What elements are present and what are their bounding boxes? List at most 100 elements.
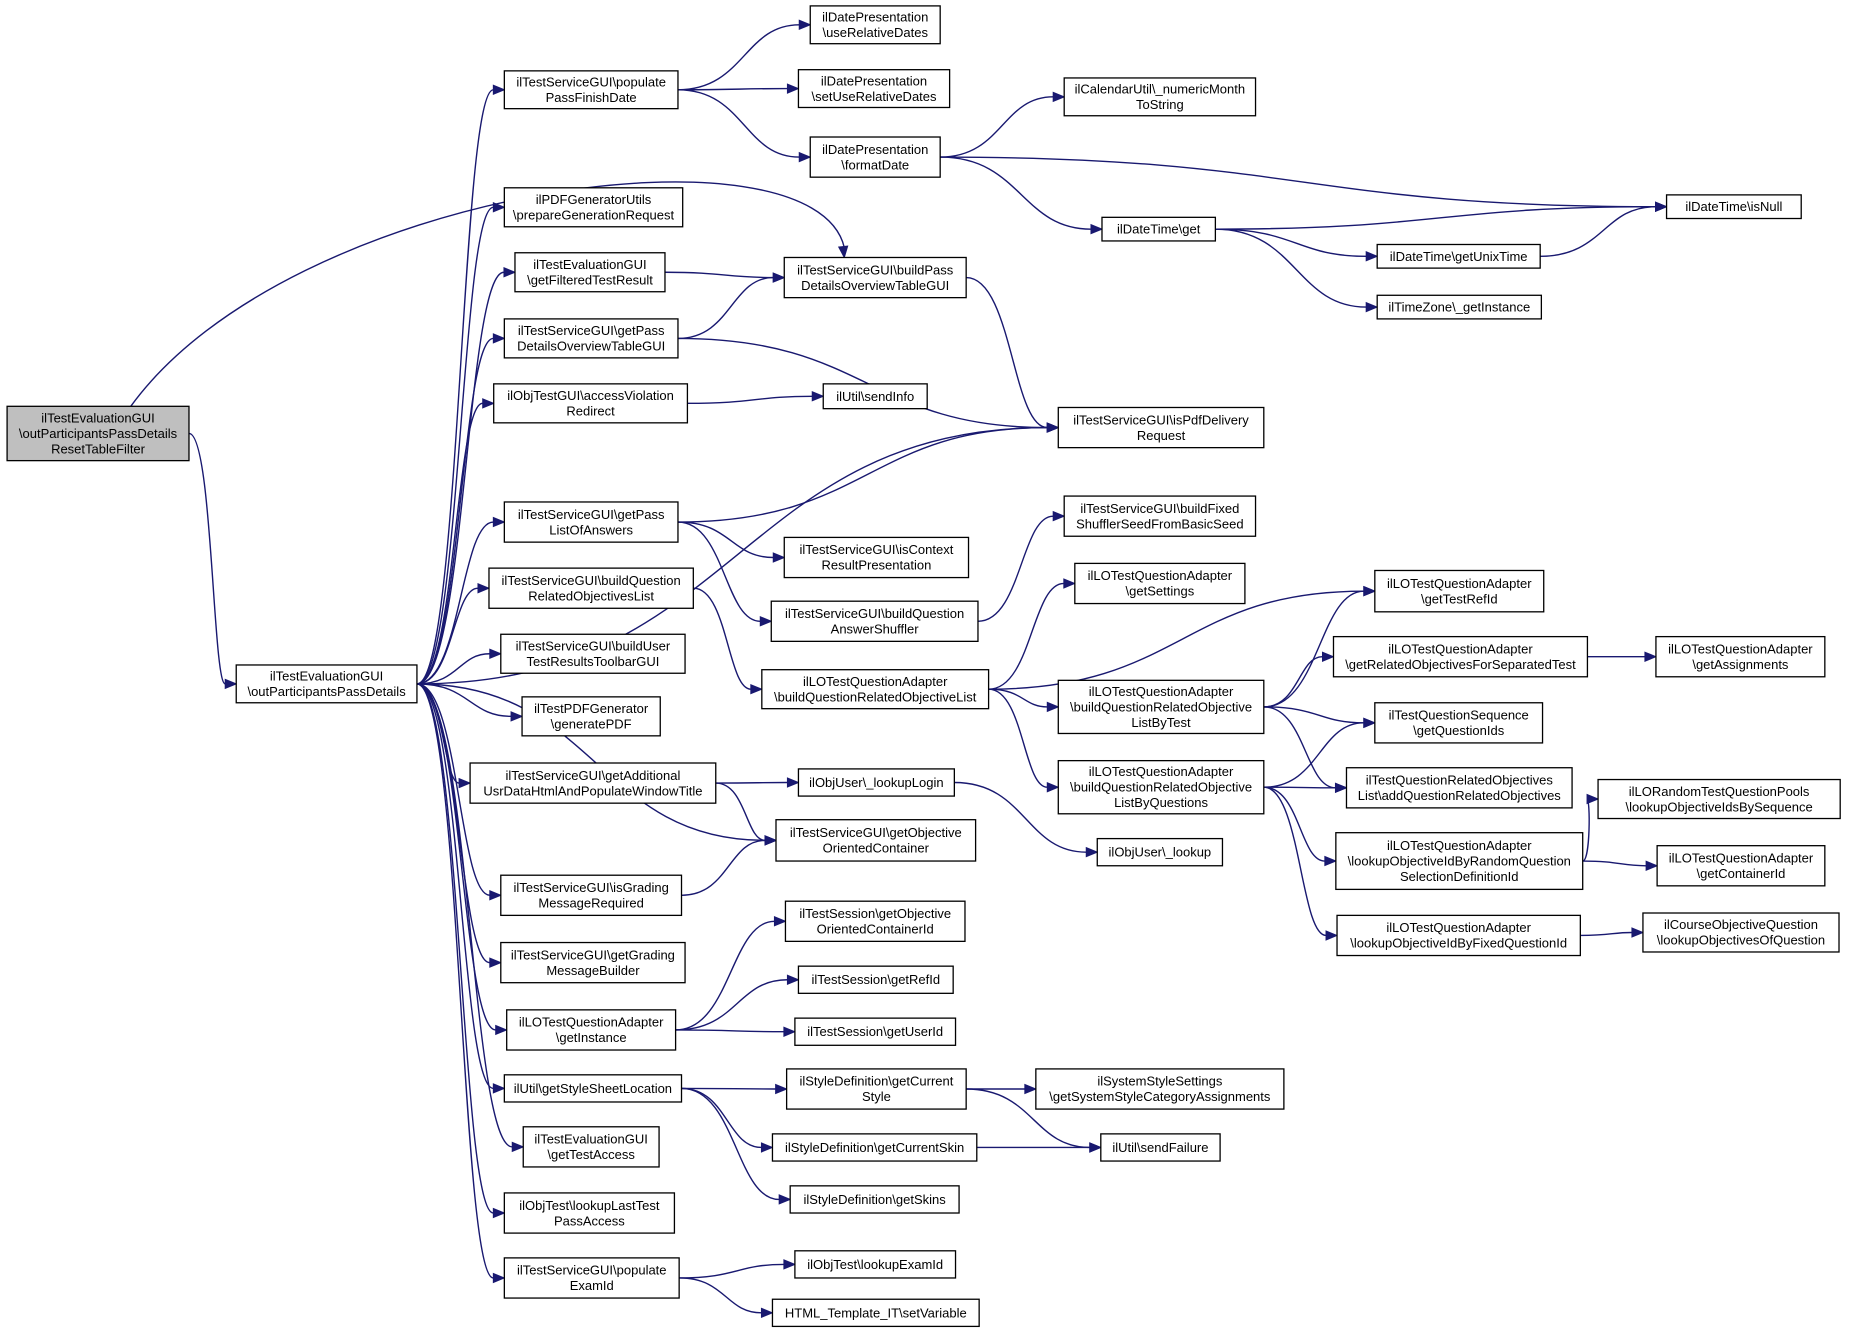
node-loLookupByRandom[interactable]: ilLOTestQuestionAdapter\lookupObjectiveI… [1335,832,1584,891]
node-buildPassDetails[interactable]: ilTestServiceGUI\buildPassDetailsOvervie… [783,256,967,299]
node-sessGetRefId[interactable]: ilTestSession\getRefId [797,965,954,994]
node-label-line: AnswerShuffler [831,622,920,637]
edge-loBuildByTest-to-loGetRelObjSeparated [1263,656,1323,708]
node-label-line: \outParticipantsPassDetails [247,684,406,699]
node-isGradingMsg[interactable]: ilTestServiceGUI\isGradingMessageRequire… [500,874,683,917]
node-label-line: ilUtil\getStyleSheetLocation [514,1081,672,1096]
edge-loBuildByQuestions-to-loLookupByFixed [1263,786,1327,937]
node-loGetTestRefId[interactable]: ilLOTestQuestionAdapter\getTestRefId [1374,569,1545,613]
node-loGetContainerId[interactable]: ilLOTestQuestionAdapter\getContainerId [1656,845,1826,887]
node-loBuildQRelObjList[interactable]: ilLOTestQuestionAdapter\buildQuestionRel… [761,669,990,710]
node-box [1656,845,1826,887]
node-box [493,383,689,424]
node-getFilteredTestResult[interactable]: ilTestEvaluationGUI\getFilteredTestResul… [514,252,666,293]
node-buildQRelObjList[interactable]: ilTestServiceGUI\buildQuestionRelatedObj… [488,567,694,609]
node-tzGetInstance[interactable]: ilTimeZone\_getInstance [1376,294,1543,320]
node-isNull[interactable]: ilDateTime\isNull [1665,194,1802,220]
node-loGetSettings[interactable]: ilLOTestQuestionAdapter\getSettings [1074,562,1246,605]
node-box [488,567,694,609]
node-getObjOrientedContainer[interactable]: ilTestServiceGUI\getObjectiveOrientedCon… [775,819,977,862]
node-loGetRelObjSeparated[interactable]: ilLOTestQuestionAdapter\getRelatedObject… [1332,635,1589,678]
node-generatePDF[interactable]: ilTestPDFGenerator\generatePDF [521,696,661,737]
node-isContextResult[interactable]: ilTestServiceGUI\isContextResultPresenta… [783,536,970,579]
node-sendFailure[interactable]: ilUtil\sendFailure [1100,1133,1221,1162]
node-setUseRelative[interactable]: ilDatePresentation\setUseRelativeDates [797,69,951,109]
node-getUnixTime[interactable]: ilDateTime\getUnixTime [1376,243,1541,269]
node-main[interactable]: ilTestEvaluationGUI\outParticipantsPassD… [235,664,418,704]
node-box [794,1017,957,1046]
node-loLookupByFixed[interactable]: ilLOTestQuestionAdapter\lookupObjectiveI… [1336,914,1581,957]
node-label-line: MessageRequired [538,896,644,911]
edge-loBuildQRelObjList-to-loGetTestRefId [988,590,1364,690]
node-buildFixedShuffler[interactable]: ilTestServiceGUI\buildFixedShufflerSeedF… [1063,495,1257,537]
edge-main-to-getStyleSheet [416,683,494,1090]
node-label-line: ilTestEvaluationGUI [533,257,646,272]
node-label-line: \getTestRefId [1421,591,1498,606]
edge-loBuildQRelObjList-to-loGetSettings [988,582,1064,690]
node-styleGetSkins[interactable]: ilStyleDefinition\getSkins [789,1185,960,1214]
node-loGetInstance[interactable]: ilLOTestQuestionAdapter\getInstance [506,1009,677,1051]
node-label-line: \getFilteredTestResult [527,272,653,287]
node-label-line: ilTestSession\getUserId [807,1024,943,1039]
node-label-line: ilDateTime\isNull [1685,199,1782,214]
node-box [1335,832,1584,891]
edge-arrowhead [786,83,800,94]
node-box [1100,1133,1221,1162]
edge-loBuildByQuestions-to-loLookupByRandom [1263,786,1325,862]
node-label-line: ShufflerSeedFromBasicSeed [1076,516,1243,531]
edge-arrowhead [1363,585,1377,597]
node-buildUserToolbar[interactable]: ilTestServiceGUI\buildUserTestResultsToo… [500,633,686,674]
node-courseObjLookup[interactable]: ilCourseObjectiveQuestion\lookupObjectiv… [1642,912,1840,953]
node-pdfPrepare[interactable]: ilPDFGeneratorUtils\prepareGenerationReq… [503,187,684,228]
node-sessGetObjContainer[interactable]: ilTestSession\getObjectiveOrientedContai… [784,900,966,943]
node-lorLookupBySeq[interactable]: ilLORandomTestQuestionPools\lookupObject… [1597,778,1841,820]
node-setVariable[interactable]: HTML_Template_IT\setVariable [771,1298,980,1328]
node-objUserLookup[interactable]: ilObjUser\_lookup [1096,837,1224,867]
node-label-line: MessageBuilder [546,963,640,978]
node-getStyleSheet[interactable]: ilUtil\getStyleSheetLocation [503,1074,683,1103]
node-lookupLogin[interactable]: ilObjUser\_lookupLogin [797,768,955,797]
node-loGetAssignments[interactable]: ilLOTestQuestionAdapter\getAssignments [1655,635,1826,678]
node-box [1376,294,1543,320]
node-box [1665,194,1802,220]
node-getPassDetails[interactable]: ilTestServiceGUI\getPassDetailsOverviewT… [503,318,679,359]
node-buildQAnswerShuffler[interactable]: ilTestServiceGUI\buildQuestionAnswerShuf… [770,600,979,642]
node-tqsGetQuestionIds[interactable]: ilTestQuestionSequence\getQuestionIds [1374,702,1544,744]
node-sysStyleAssign[interactable]: ilSystemStyleSettings\getSystemStyleCate… [1035,1068,1285,1110]
node-dtGet[interactable]: ilDateTime\get [1101,216,1217,242]
node-loBuildByQuestions[interactable]: ilLOTestQuestionAdapter\buildQuestionRel… [1057,759,1265,815]
node-useRelative[interactable]: ilDatePresentation\useRelativeDates [809,5,941,45]
node-evalGetTestAccess[interactable]: ilTestEvaluationGUI\getTestAccess [522,1126,660,1168]
edge-arrowhead [1644,651,1658,662]
node-addQRelObj[interactable]: ilTestQuestionRelatedObjectivesList\addQ… [1345,767,1573,809]
node-styleGetCurrentSkin[interactable]: ilStyleDefinition\getCurrentSkin [771,1133,978,1162]
node-label-line: ilTestServiceGUI\buildQuestion [502,573,681,588]
node-getGradingBuilder[interactable]: ilTestServiceGUI\getGradingMessageBuilde… [500,941,686,984]
node-label-line: ilTestQuestionSequence [1389,708,1529,723]
node-label-line: \getRelatedObjectivesForSeparatedTest [1345,657,1576,672]
node-loBuildByTest[interactable]: ilLOTestQuestionAdapter\buildQuestionRel… [1057,679,1265,735]
node-box [797,69,951,109]
edge-arrowhead [786,974,800,985]
edge-buildQRelObjList-to-loBuildQRelObjList [693,587,751,690]
node-label-line: DetailsOverviewTableGUI [517,339,665,354]
node-box [1057,759,1265,815]
node-label-line: \lookupObjectiveIdByFixedQuestionId [1350,936,1567,951]
node-label-line: ilTestServiceGUI\populate [516,75,666,90]
node-sendInfo[interactable]: ilUtil\sendInfo [822,383,928,410]
node-formatDate[interactable]: ilDatePresentation\formatDate [809,136,941,178]
node-root[interactable]: ilTestEvaluationGUI\outParticipantsPassD… [6,405,190,462]
node-lookupExamId[interactable]: ilObjTest\lookupExamId [794,1250,957,1279]
node-sessGetUserId[interactable]: ilTestSession\getUserId [794,1017,957,1046]
node-label-line: ilLOTestQuestionAdapter [1388,641,1533,656]
node-box [1035,1068,1285,1110]
node-getAdditionalUsr[interactable]: ilTestServiceGUI\getAdditionalUsrDataHtm… [469,762,717,804]
